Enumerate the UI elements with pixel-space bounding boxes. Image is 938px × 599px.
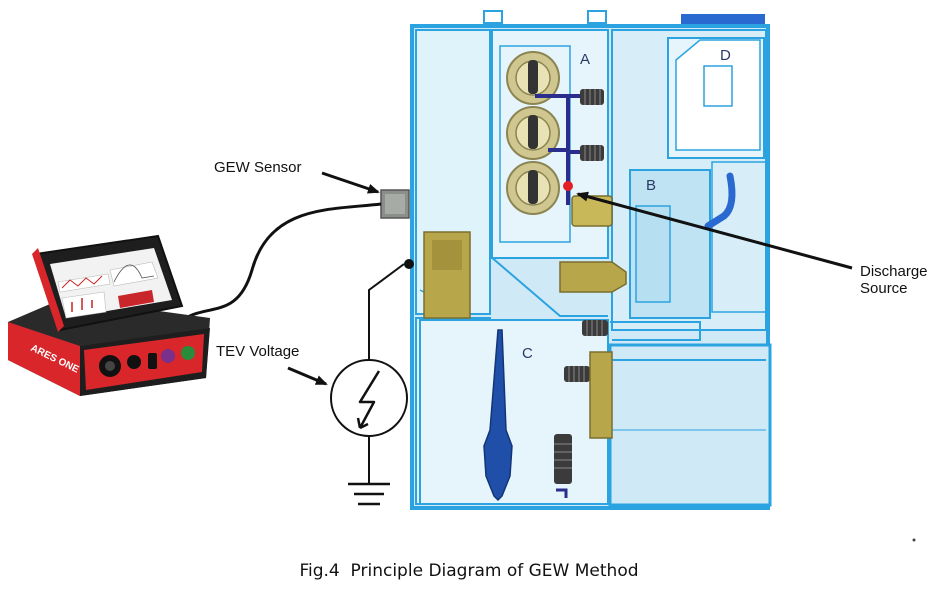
- olive-components: [423, 195, 627, 439]
- arrow-gew-sensor: [321, 171, 380, 194]
- busbar-insulators: [506, 51, 560, 215]
- zone-label-d: D: [720, 47, 731, 64]
- cable-termination: [483, 329, 513, 502]
- device-screen: [57, 261, 159, 319]
- zone-label-a: A: [580, 51, 590, 68]
- busbar-conductors: [535, 94, 582, 205]
- tev-voltage-label: TEV Voltage: [216, 343, 299, 360]
- arrow-discharge-source: [576, 191, 853, 270]
- zone-label-b: B: [646, 177, 656, 194]
- discharge-label-line2: Source: [860, 280, 908, 297]
- gew-sensor-label: GEW Sensor: [214, 159, 302, 176]
- figure-caption: Fig.4 Principle Diagram of GEW Method: [299, 561, 638, 581]
- lightning-icon: [356, 370, 381, 430]
- arrow-tev-voltage: [287, 366, 328, 386]
- sensor-cable: [185, 202, 382, 320]
- discharge-point: [563, 181, 573, 191]
- scan-speck: [912, 538, 916, 542]
- bushings: [554, 89, 608, 484]
- zone-label-c: C: [522, 345, 533, 362]
- tev-voltage-source: [330, 359, 408, 437]
- discharge-label-line1: Discharge: [860, 263, 928, 280]
- tev-circuit: [330, 259, 414, 506]
- ground-icon: [348, 482, 390, 506]
- switchgear-cabinet: [410, 10, 772, 510]
- ares-one-device: ARES ONE: [8, 234, 210, 396]
